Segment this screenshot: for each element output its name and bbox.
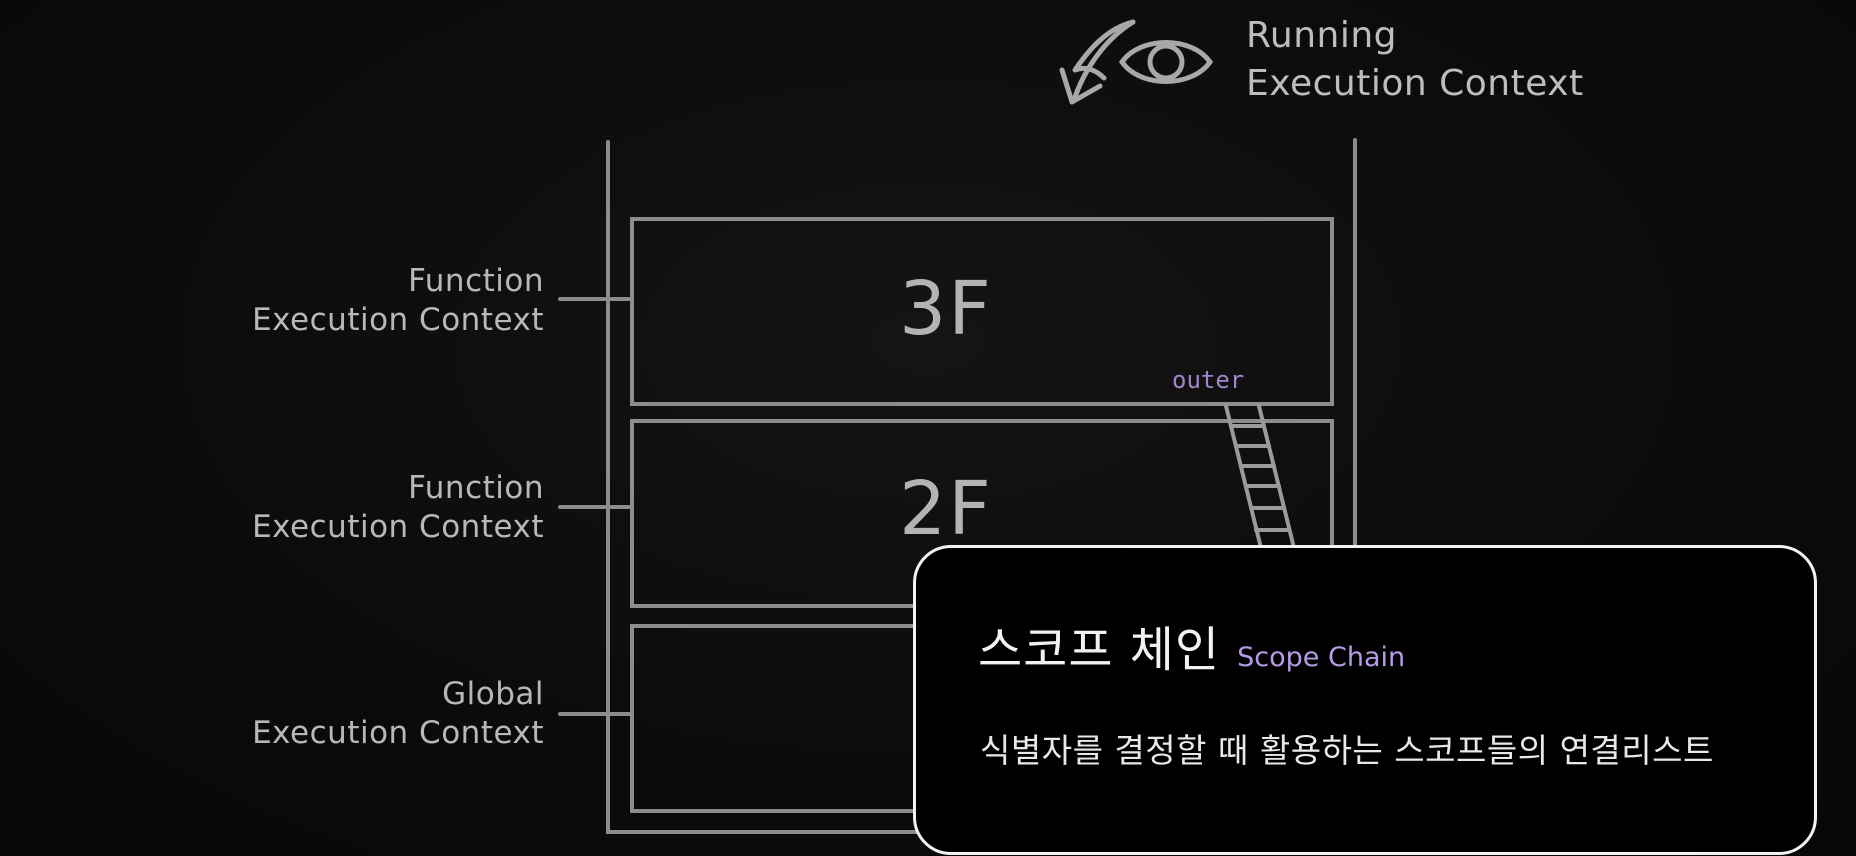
context-label-global: Global Execution Context xyxy=(252,675,544,753)
running-label-line1: Running xyxy=(1246,15,1398,56)
outer-reference-label: outer xyxy=(1172,366,1245,394)
running-context-label: Running Execution Context xyxy=(1246,12,1584,108)
card-title: 스코프 체인 Scope Chain xyxy=(978,610,1405,680)
context-label-2f: Function Execution Context xyxy=(252,469,544,547)
card-description: 식별자를 결정할 때 활용하는 스코프들의 연결리스트 xyxy=(980,731,1714,770)
context-label-line2: Execution Context xyxy=(252,715,544,751)
curved-arrow-icon xyxy=(1059,19,1136,105)
eye-icon xyxy=(1118,40,1214,84)
ladder-icon xyxy=(1224,404,1297,554)
context-label-line1: Global xyxy=(442,676,544,712)
card-title-korean: 스코프 체인 xyxy=(978,622,1221,678)
context-label-line1: Function xyxy=(408,470,544,506)
scope-chain-card: 스코프 체인 Scope Chain 식별자를 결정할 때 활용하는 스코프들의… xyxy=(913,545,1817,855)
floor-label-3f: 3F xyxy=(899,266,993,352)
running-label-line2: Execution Context xyxy=(1246,63,1584,104)
context-box-3f xyxy=(630,217,1334,406)
context-label-line2: Execution Context xyxy=(252,302,544,338)
floor-label-2f: 2F xyxy=(899,466,993,552)
context-label-line1: Function xyxy=(408,263,544,299)
leader-lines xyxy=(558,297,634,716)
card-title-english: Scope Chain xyxy=(1237,642,1406,673)
context-label-3f: Function Execution Context xyxy=(252,262,544,340)
context-label-line2: Execution Context xyxy=(252,509,544,545)
